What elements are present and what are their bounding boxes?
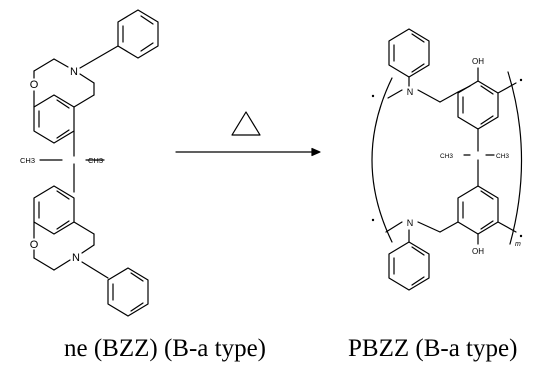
polymer-upper-hydroxyl-label: OH: [472, 57, 484, 66]
monomer-upper-oxygen-label: O: [30, 79, 39, 91]
monomer-lower-oxygen-label: O: [30, 239, 39, 251]
monomer-lower-nitrogen-label: N: [72, 252, 80, 264]
polymer-lower-phenol-ring: [457, 185, 517, 245]
polymer-lower-hydroxyl-label: OH: [472, 247, 484, 256]
polymer-upper-nitrogen-label: N: [407, 87, 414, 97]
heat-triangle-icon: [231, 111, 261, 136]
monomer-structure: [33, 9, 159, 317]
polymer-isopropylidene-bridge: [463, 128, 495, 187]
polymer-repeat-index-label: m: [515, 241, 521, 248]
polymer-upper-phenyl-ring: [388, 28, 430, 87]
reaction-arrow: [175, 147, 321, 157]
monomer-upper-nitrogen-label: N: [70, 66, 78, 78]
monomer-left-methyl-label: CH3: [20, 156, 35, 165]
polymer-repeat-brackets: [371, 71, 523, 245]
polymer-chain-end-dots: [371, 78, 523, 238]
monomer-right-methyl-label: CH3: [88, 156, 103, 165]
monomer-caption: ne (BZZ) (B-a type): [63, 335, 266, 362]
polymer-lower-phenyl-ring: [388, 241, 430, 291]
monomer-isopropylidene-bridge: [39, 130, 105, 193]
monomer-lower-oxazine-ring: [33, 221, 109, 279]
monomer-upper-oxazine-ring: [33, 45, 119, 108]
polymer-structure: [371, 28, 523, 291]
polymer-upper-phenol-ring: [457, 67, 517, 130]
polymer-left-methyl-label: CH3: [440, 153, 453, 160]
monomer-upper-phenyl-ring: [117, 9, 159, 59]
polymer-lower-chain: [385, 221, 459, 243]
polymer-right-methyl-label: CH3: [496, 153, 509, 160]
polymer-caption: PBZZ (B-a type): [348, 335, 518, 362]
monomer-upper-benzene-ring: [33, 94, 75, 144]
monomer-lower-benzene-ring: [33, 185, 75, 235]
polymer-lower-nitrogen-label: N: [407, 218, 414, 228]
monomer-lower-phenyl-ring: [107, 267, 149, 317]
